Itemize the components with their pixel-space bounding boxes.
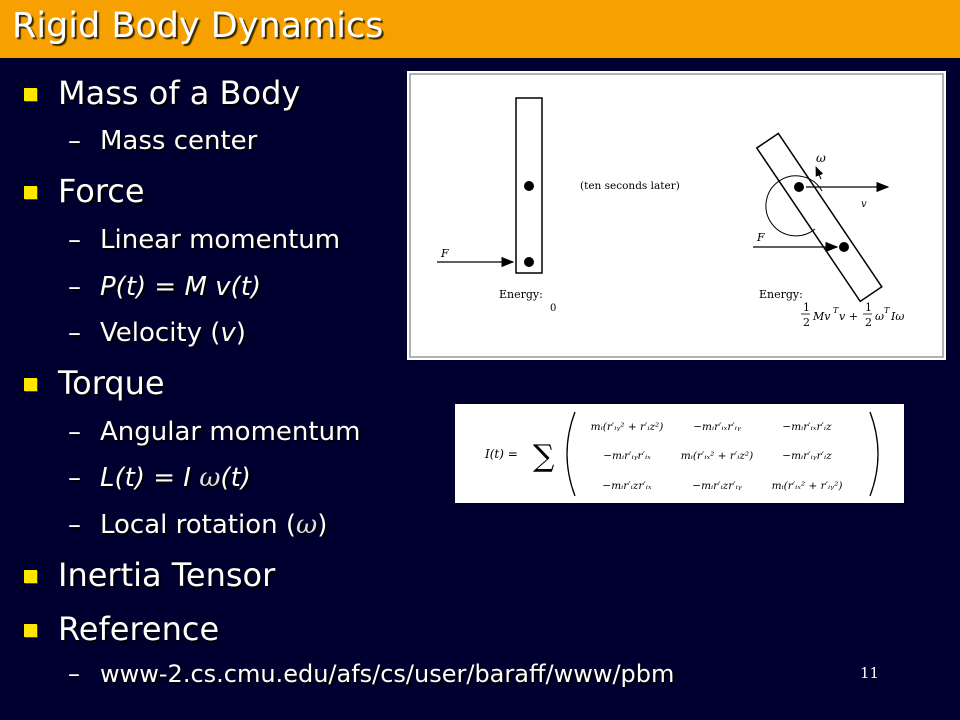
sub-bullet-l-equation: – L(t) = I ω(t) — [68, 463, 251, 493]
sub-bullet-velocity: – Velocity (v) — [68, 318, 246, 348]
dash: – — [68, 318, 81, 348]
title-bar: Rigid Body Dynamics — [0, 0, 960, 58]
bullet-inertia-tensor: Inertia Tensor — [23, 556, 276, 594]
velocity-symbol: v — [220, 318, 236, 348]
matrix-cell: −mᵢr′ᵢzr′ᵢᵧ — [692, 480, 741, 492]
slide-title: Rigid Body Dynamics — [12, 6, 384, 46]
force-label-left: F — [440, 247, 449, 260]
sub-bullet-text: Mass center — [100, 126, 258, 156]
sub-bullet-local-rotation: – Local rotation (ω) — [68, 510, 328, 540]
omega-label: ω — [816, 151, 826, 165]
dash: – — [68, 225, 81, 255]
local-rot-post: ) — [317, 510, 328, 540]
sub-bullet-p-equation: – P(t) = M v(t) — [68, 272, 262, 302]
velocity-text-post: ) — [235, 318, 246, 348]
sub-bullet-linear-momentum: – Linear momentum — [68, 225, 341, 255]
l-eq-post: (t) — [220, 463, 251, 493]
force-point-dot — [524, 257, 534, 267]
frac2-num: 1 — [865, 301, 872, 314]
bullet-torque: Torque — [24, 364, 165, 402]
dash: – — [68, 463, 81, 493]
figure-border — [409, 73, 944, 358]
dash: – — [68, 417, 81, 447]
rigid-body-diagram: F Energy: 0 (ten seconds later) ω v F En… — [409, 73, 944, 358]
energy-value-left: 0 — [550, 303, 556, 314]
sub-bullet-mass-center: – Mass center — [68, 126, 258, 156]
matrix-cell: mᵢ(r′ᵢᵧ² + r′ᵢz²) — [591, 421, 664, 433]
matrix-cell: mᵢ(r′ᵢₓ² + r′ᵢz²) — [681, 450, 753, 462]
velocity-label: v — [861, 199, 867, 210]
frac1-num: 1 — [803, 301, 810, 314]
matrix-cell: mᵢ(r′ᵢₓ² + r′ᵢᵧ²) — [772, 480, 843, 492]
right-paren — [869, 411, 879, 497]
dash: – — [68, 126, 81, 156]
energy-label-left: Energy: — [499, 288, 543, 301]
page-number: 11 — [860, 664, 880, 682]
energy-label-right: Energy: — [759, 288, 803, 301]
bullet-force: Force — [24, 172, 145, 210]
sum-symbol: ∑ — [533, 439, 555, 474]
matrix-cell: −mᵢr′ᵢₓr′ᵢᵧ — [693, 421, 741, 433]
matrix-cell: −mᵢr′ᵢzr′ᵢₓ — [602, 480, 651, 492]
sub-bullet-text: Angular momentum — [100, 417, 361, 447]
sub-bullet-angular-momentum: – Angular momentum — [68, 417, 361, 447]
frac2-den: 2 — [865, 316, 872, 329]
matrix-cell: −mᵢr′ᵢₓr′ᵢz — [782, 421, 832, 433]
tilted-bar-group — [755, 132, 883, 303]
frac1-den: 2 — [803, 316, 810, 329]
l-eq-pre: L(t) = I — [100, 463, 200, 493]
force-point-dot-tilted — [839, 242, 849, 252]
bullet-reference: Reference — [23, 610, 220, 648]
caption-later: (ten seconds later) — [580, 180, 680, 192]
matrix-cell: −mᵢr′ᵢᵧr′ᵢz — [782, 450, 832, 462]
inertia-matrix: mᵢ(r′ᵢᵧ² + r′ᵢz²) −mᵢr′ᵢₓr′ᵢᵧ −mᵢr′ᵢₓr′ᵢ… — [591, 421, 843, 492]
force-label-right: F — [756, 231, 765, 244]
bullet-mass: Mass of a Body — [23, 74, 301, 112]
term1-sup: T — [833, 306, 839, 315]
tilted-bar — [755, 132, 883, 303]
inertia-tensor-figure: I(t) = ∑ mᵢ(r′ᵢᵧ² + r′ᵢz²) −mᵢr′ᵢₓr′ᵢᵧ −… — [455, 404, 904, 503]
inertia-tensor-equation: I(t) = ∑ mᵢ(r′ᵢᵧ² + r′ᵢz²) −mᵢr′ᵢₓr′ᵢᵧ −… — [484, 411, 879, 497]
velocity-text-pre: Velocity ( — [100, 318, 221, 348]
rigid-body-figure: F Energy: 0 (ten seconds later) ω v F En… — [407, 71, 946, 360]
omega-symbol: ω — [199, 463, 221, 493]
inertia-lhs: I(t) = — [484, 447, 518, 461]
dash: – — [68, 510, 81, 540]
sub-bullet-text: Linear momentum — [100, 225, 341, 255]
reference-link[interactable]: www-2.cs.cmu.edu/afs/cs/user/baraff/www/… — [100, 660, 675, 688]
term2-sup: T — [884, 306, 890, 315]
sub-bullet-reference-url[interactable]: – www-2.cs.cmu.edu/afs/cs/user/baraff/ww… — [68, 660, 675, 688]
term2-tail: Iω — [890, 310, 904, 323]
mass-center-dot — [524, 181, 534, 191]
omega-arrow — [815, 166, 824, 180]
energy-formula: 1 2 Mv T v + 1 2 ω T Iω — [801, 301, 904, 329]
mass-center-dot-tilted — [794, 182, 804, 192]
omega-arc — [765, 175, 823, 237]
left-paren — [566, 411, 576, 497]
dash: – — [68, 272, 81, 302]
term1-tail: v + — [839, 310, 858, 323]
term2: ω — [875, 310, 884, 323]
omega-symbol: ω — [296, 510, 318, 540]
matrix-cell: −mᵢr′ᵢᵧr′ᵢₓ — [603, 450, 651, 462]
sub-bullet-text: P(t) = M v(t) — [100, 272, 262, 302]
local-rot-pre: Local rotation ( — [100, 510, 297, 540]
term1: Mv — [812, 310, 831, 323]
dash: – — [68, 660, 80, 688]
